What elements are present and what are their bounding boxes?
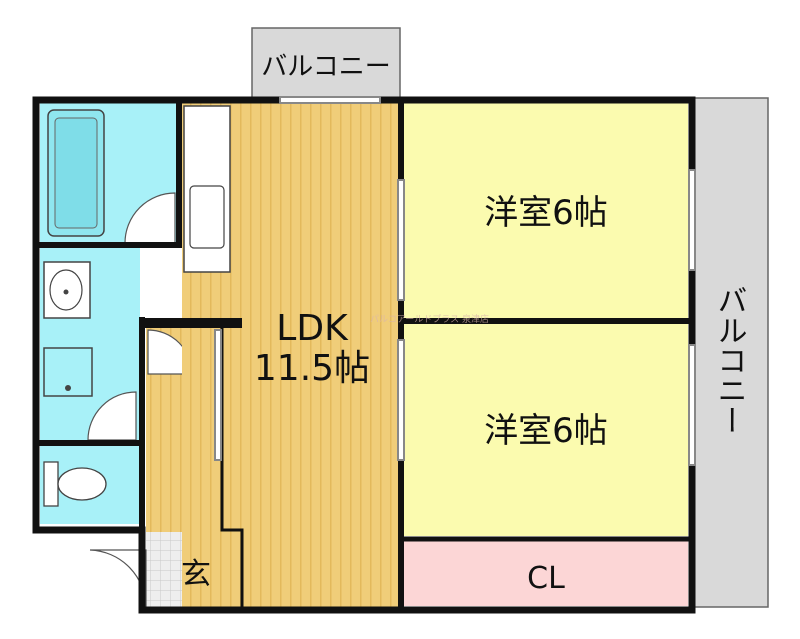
western-room-2-label: 洋室6帖 (484, 411, 608, 451)
balcony-top (251, 27, 401, 101)
entrance-label: 玄 (181, 557, 211, 592)
kitchen-sink (189, 185, 225, 249)
western-room-1 (404, 103, 688, 318)
toilet-bowl (57, 467, 107, 501)
balcony-right (689, 97, 769, 608)
bath-door-swing (124, 192, 176, 244)
ldk-label: LDK (276, 308, 349, 349)
washroom-door-swing (87, 391, 137, 441)
watermark: パルコアールドプラス 泉津店 (370, 313, 489, 325)
western-room-2 (404, 324, 688, 536)
western-room-1-label: 洋室6帖 (484, 193, 608, 233)
closet (404, 540, 688, 606)
entrance-door-swing (89, 549, 147, 609)
balcony-right-label: バルコニー (712, 285, 747, 435)
windows (214, 96, 696, 466)
balcony-top-label: バルコニー (261, 52, 390, 82)
ldk-size-label: 11.5帖 (254, 348, 370, 389)
closet-label: CL (527, 561, 565, 596)
